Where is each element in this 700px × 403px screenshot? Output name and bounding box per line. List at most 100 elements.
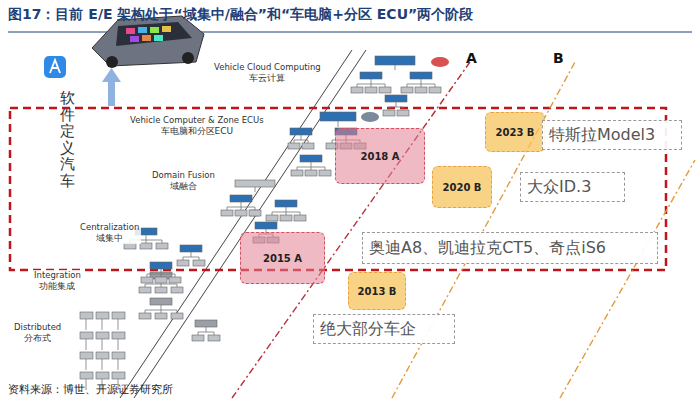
- app-icon: [44, 56, 66, 78]
- bus-line: [206, 327, 207, 332]
- phase-b-marker: 2013 B: [348, 272, 406, 310]
- level-name-zh: 功能集成: [34, 281, 81, 291]
- level-name-en: Integration: [34, 271, 81, 281]
- ecu-block: [112, 352, 125, 359]
- node-text: 2023 B: [496, 127, 535, 138]
- ecu-block: [235, 180, 275, 187]
- bus-line: [177, 284, 178, 287]
- bus-line: [183, 257, 199, 258]
- phase-letter: B: [553, 50, 564, 66]
- bus-line: [332, 140, 333, 143]
- ecu-block: [80, 352, 93, 359]
- ecu-block: [375, 56, 415, 65]
- ecu-block: [429, 87, 441, 93]
- ecu-block: [351, 87, 363, 93]
- bus-line: [300, 212, 301, 215]
- ecu-block: [155, 277, 167, 283]
- node-text: 2013 B: [358, 286, 397, 297]
- level-label: Integration功能集成: [32, 270, 83, 292]
- car-illustration: [92, 16, 204, 68]
- bus-line: [161, 269, 162, 274]
- bus-line: [338, 121, 339, 127]
- ecu-block: [80, 332, 93, 339]
- bus-line: [175, 274, 176, 277]
- level-name-zh: 车云计算: [214, 73, 321, 83]
- ecu-block: [365, 87, 377, 93]
- bus-line: [308, 140, 309, 143]
- oem-box: 大众ID.3: [520, 172, 625, 202]
- bus-line: [407, 84, 408, 87]
- ecu-block: [294, 215, 306, 221]
- phase-a-marker: 2015 A: [240, 232, 325, 284]
- ecu-block: [290, 128, 312, 135]
- ecu-block: [230, 195, 252, 202]
- level-name-zh: 车电脑和分区ECU: [130, 126, 264, 136]
- bus-line: [161, 274, 162, 277]
- source-note: 资料来源：博世、开源证券研究所: [8, 382, 173, 397]
- bus-line: [161, 284, 162, 287]
- bus-line: [102, 319, 103, 330]
- bus-line: [385, 84, 386, 87]
- ecu-block: [140, 243, 152, 249]
- bus-line: [183, 257, 184, 260]
- ecu-block: [80, 372, 93, 379]
- ecu-block: [171, 287, 183, 293]
- bus-line: [227, 207, 228, 210]
- node-text: 奥迪A8、凯迪拉克CT5、奇点iS6: [369, 238, 606, 259]
- ecu-block: [235, 210, 247, 216]
- ecu-block: [139, 313, 151, 319]
- bus-line: [198, 332, 199, 335]
- ecu-block: [291, 170, 303, 176]
- bus-line: [199, 257, 200, 260]
- ecu-block: [302, 143, 314, 149]
- bus-line: [86, 339, 87, 350]
- ecu-block: [255, 222, 277, 229]
- ecu-block: [275, 200, 297, 207]
- bus-line: [86, 319, 87, 330]
- stair-line: [120, 50, 352, 398]
- oem-box: 特斯拉Model3: [542, 120, 682, 150]
- ecu-block: [112, 312, 125, 319]
- ecu-block: [193, 260, 205, 266]
- ecu-block: [96, 312, 109, 319]
- ecu-block: [150, 262, 172, 269]
- level-name-en: Vehicle Computer & Zone ECUs: [130, 116, 264, 126]
- bus-line: [161, 310, 162, 313]
- ecu-block: [385, 95, 407, 102]
- ecu-block: [96, 372, 109, 379]
- ecu-block: [171, 313, 183, 319]
- bus-line: [241, 207, 242, 210]
- bus-line: [396, 102, 397, 107]
- ecu-block: [180, 245, 202, 252]
- bus-line: [272, 212, 273, 215]
- ecu-block: [410, 72, 432, 79]
- bus-line: [389, 107, 390, 110]
- bus-line: [145, 284, 146, 287]
- bus-line: [297, 167, 298, 170]
- ecu-block: [177, 260, 189, 266]
- app-icon-glyph: [50, 60, 60, 73]
- ecu-block: [96, 352, 109, 359]
- ecu-block: [300, 155, 322, 162]
- bus-line: [294, 140, 295, 143]
- figure-title: 图17：目前 E/E 架构处于“域集中/融合”和“车电脑+分区 ECU”两个阶段: [8, 6, 473, 24]
- node-text: 2015 A: [263, 253, 302, 264]
- node-text: 2018 A: [360, 151, 399, 162]
- bus-line: [198, 332, 214, 333]
- bus-line: [86, 359, 87, 370]
- oem-box: 绝大部分车企: [313, 314, 455, 344]
- level-name-zh: 域融合: [152, 181, 215, 191]
- phase-b-marker: 2023 B: [485, 112, 545, 152]
- ecu-block: [383, 110, 395, 116]
- bus-line: [147, 274, 148, 277]
- ecu-block: [112, 332, 125, 339]
- phase-line-b: [392, 62, 575, 398]
- bus-line: [286, 207, 287, 212]
- bus-line: [146, 235, 147, 240]
- level-label: Distributed分布式: [12, 322, 63, 344]
- ecu-block: [139, 287, 151, 293]
- node-text: 绝大部分车企: [320, 319, 416, 340]
- ecu-block: [112, 372, 125, 379]
- up-arrow: [108, 80, 115, 106]
- ecu-block: [288, 143, 300, 149]
